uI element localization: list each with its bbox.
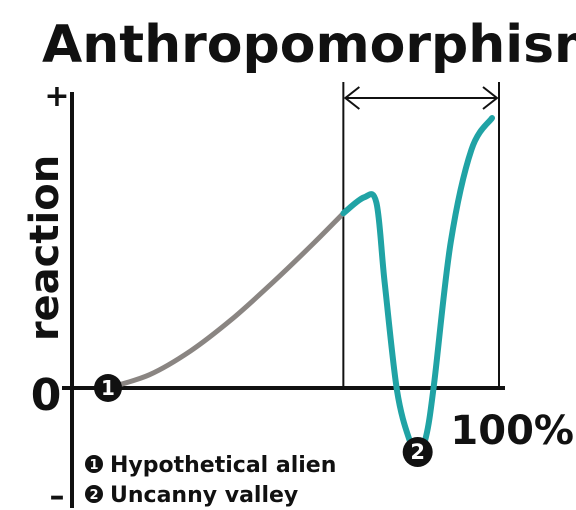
legend-2-badge bbox=[85, 485, 103, 503]
marker-2-number: 2 bbox=[410, 440, 425, 464]
marker-1-number: 1 bbox=[101, 376, 115, 400]
series-human-likeness-rise bbox=[105, 210, 346, 391]
y-axis-label: reaction bbox=[22, 155, 68, 341]
legend-2-text: Uncanny valley bbox=[110, 483, 298, 508]
marker-2: 2 bbox=[402, 437, 433, 467]
chart-title: Anthropomorphism bbox=[42, 15, 576, 75]
legend-2-number: 2 bbox=[89, 488, 98, 503]
bracket-arrowhead-right bbox=[482, 86, 499, 110]
legend-item-2: 2 Uncanny valley bbox=[85, 483, 298, 508]
legend-1-text: Hypothetical alien bbox=[110, 453, 336, 478]
legend-1-number: 1 bbox=[89, 458, 98, 473]
legend: 1 Hypothetical alien 2 Uncanny valley bbox=[85, 453, 336, 508]
series-uncanny-valley bbox=[340, 115, 495, 456]
marker-2-circle bbox=[402, 437, 433, 467]
bracket-arrowhead-left bbox=[343, 86, 360, 110]
y-tick-minus: – bbox=[50, 479, 65, 510]
legend-item-1: 1 Hypothetical alien bbox=[85, 453, 336, 478]
marker-1-circle bbox=[94, 374, 122, 402]
marker-1: 1 bbox=[94, 374, 122, 402]
x-tick-100: 100% bbox=[450, 408, 574, 454]
y-tick-zero: 0 bbox=[31, 370, 62, 421]
y-tick-plus: + bbox=[44, 79, 69, 114]
range-bracket bbox=[342, 82, 500, 386]
legend-1-badge bbox=[85, 455, 103, 473]
